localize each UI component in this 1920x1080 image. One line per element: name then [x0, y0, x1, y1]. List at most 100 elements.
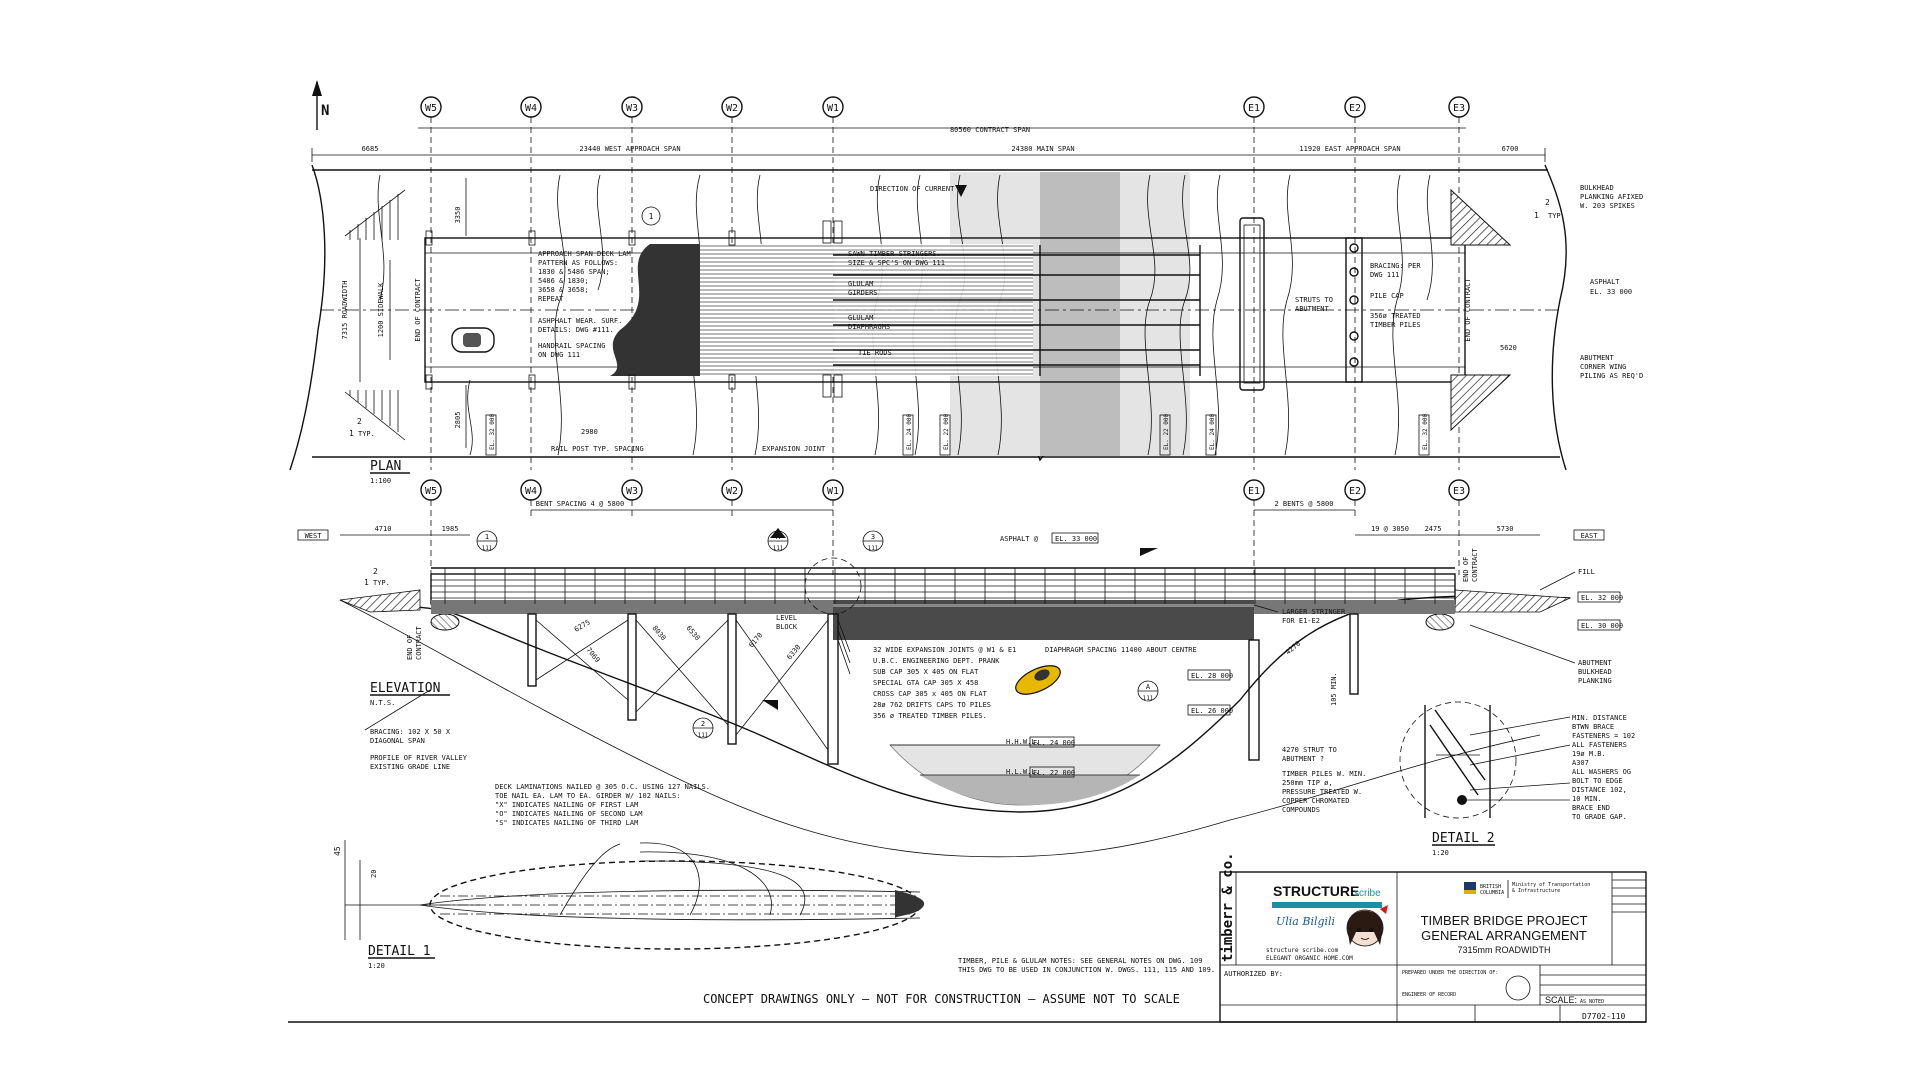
- svg-text:W3: W3: [626, 103, 638, 114]
- dim-6530: 6530: [684, 624, 701, 642]
- plan-el-box-e1: EL. 24 000: [1205, 413, 1217, 456]
- slope-typ-west: TYP.: [358, 430, 375, 438]
- dim-two-bents: 2 BENTS @ 5800: [1274, 500, 1333, 508]
- general-notes: TIMBER, PILE & GLULAM NOTES: SEE GENERAL…: [958, 957, 1215, 974]
- note-asphalt-surface: ASHPHALT WEAR. SURF.DETAILS: DWG #111.: [538, 317, 622, 334]
- plan-grid-bubbles: W5 W4 W3 W2 W1 E1 E2 E3: [420, 96, 1470, 118]
- project-title: TIMBER BRIDGE PROJECT: [1421, 913, 1588, 928]
- dim-6330: 6330: [785, 643, 802, 661]
- svg-text:WEST: WEST: [305, 532, 323, 540]
- plan-el-box-w1: EL. 24 000: [902, 413, 914, 456]
- elev-grid-w2: W2: [721, 479, 743, 501]
- plan-view: 1 7315 ROADWIDTH 1200 SIDEWALK END OF CO…: [289, 164, 1643, 485]
- label-hhwl: H.H.W.L.: [1006, 738, 1040, 746]
- text-line: BRITISH: [1480, 884, 1501, 890]
- plan-dimension-string: 6685 23440 WEST APPROACH SPAN 80560 CONT…: [311, 126, 1546, 162]
- seal-icon: [1505, 975, 1531, 1001]
- svg-text:EL. 22 000: EL. 22 000: [943, 413, 950, 450]
- note-tie-rods: TIE RODS: [858, 349, 892, 357]
- text-line: SAWN TIMBER STRINGERS.: [848, 250, 941, 258]
- svg-text:EL. 22 000: EL. 22 000: [1163, 413, 1170, 450]
- elev-slope-typ: TYP.: [373, 579, 390, 587]
- text-line: 250mm TIP ø,: [1282, 779, 1333, 787]
- text-line: 28ø 762 DRIFTS CAPS TO PILES: [873, 701, 991, 709]
- text-line: CROSS CAP 305 x 405 ON FLAT: [873, 690, 988, 698]
- svg-text:E1: E1: [1248, 486, 1260, 497]
- label-timber-piles: TIMBER PILES W. MIN.250mm TIP ø,PRESSURE…: [1282, 770, 1366, 814]
- elevation-scale: N.T.S.: [370, 699, 395, 707]
- text-line: BRACE END: [1572, 804, 1610, 812]
- text-line: 3658 & 3658;: [538, 286, 589, 294]
- grid-e1: E1: [1243, 96, 1265, 118]
- text-line: COMPOUNDS: [1282, 806, 1320, 814]
- text-line: DECK LAMINATIONS NAILED @ 305 O.C. USING…: [495, 783, 710, 791]
- grid-w3: W3: [621, 96, 643, 118]
- dim-105-min: 105 MIN.: [1330, 672, 1338, 706]
- slope-1-west: 1: [349, 429, 354, 438]
- text-line: ABUTMENT: [1580, 354, 1615, 362]
- svg-text:W4: W4: [525, 103, 537, 114]
- text-line: BOLT TO EDGE: [1572, 777, 1623, 785]
- authorized-by: AUTHORIZED BY:: [1224, 970, 1283, 978]
- flag-icon: [1140, 548, 1158, 556]
- text-line: END OF: [406, 635, 414, 660]
- dim-2980: 2980: [581, 428, 598, 436]
- text-line: U.B.C. ENGINEERING DEPT. PRANK: [873, 657, 1000, 665]
- text-line: CORNER WING: [1580, 363, 1626, 371]
- text-line: SIZE & SPC'S ON DWG 111: [848, 259, 945, 267]
- end-of-contract-west: END OF CONTRACT: [414, 278, 422, 342]
- detail-1-title: DETAIL 1: [368, 944, 431, 959]
- text-line: COPPER CHROMATED: [1282, 797, 1349, 805]
- text-line: TIMBER PILES: [1370, 321, 1421, 329]
- dim-west-span: 23440 WEST APPROACH SPAN: [579, 145, 680, 153]
- text-line: DIAPHRAGMS: [848, 323, 890, 331]
- dim-6700: 6700: [1502, 145, 1519, 153]
- label-asphalt: ASPHALT @: [1000, 535, 1039, 543]
- text-line: ABUTMENT ?: [1282, 755, 1324, 763]
- text-line: TOE NAIL EA. LAM TO EA. GIRDER W/ 102 NA…: [495, 792, 680, 800]
- section-marker-1: 1: [641, 206, 661, 226]
- disclaimer: CONCEPT DRAWINGS ONLY – NOT FOR CONSTRUC…: [703, 992, 1180, 1006]
- north-arrow-icon: N: [312, 80, 329, 130]
- detail-1-20: 20: [370, 870, 378, 878]
- text-line: CONTRACT: [415, 625, 423, 660]
- elev-grid-e3: E3: [1448, 479, 1470, 501]
- east-label-box: EAST: [1573, 529, 1605, 541]
- text-line: 4270 STRUT TO: [1282, 746, 1337, 754]
- label-end-contract-west: END OFCONTRACT: [406, 625, 423, 660]
- text-line: DETAILS: DWG #111.: [538, 326, 614, 334]
- svg-text:E1: E1: [1248, 103, 1260, 114]
- text-line: BTWN BRACE: [1572, 723, 1614, 731]
- note-stringers: SAWN TIMBER STRINGERS.SIZE & SPC'S ON DW…: [848, 250, 945, 267]
- label-el-33000: EL. 33 000: [1055, 535, 1097, 543]
- text-line: Ministry of Transportation: [1512, 882, 1590, 888]
- svg-text:EL. 32 000: EL. 32 000: [1422, 413, 1429, 450]
- dim-main-span: 24380 MAIN SPAN: [1011, 145, 1074, 153]
- avatar: [1346, 905, 1388, 947]
- label-el-26000: EL. 26 000: [1191, 707, 1233, 715]
- svg-text:W5: W5: [425, 103, 437, 114]
- svg-text:W3: W3: [626, 486, 638, 497]
- valley-profile: [339, 599, 1541, 858]
- svg-text:111: 111: [1143, 695, 1154, 702]
- text-line: REPEAT: [538, 295, 564, 303]
- text-line: APPROACH SPAN DECK LAM: [538, 250, 631, 258]
- svg-text:W1: W1: [827, 486, 839, 497]
- text-line: PLANKING: [1578, 677, 1612, 685]
- detail-1-45: 45: [333, 846, 342, 856]
- text-line: TIMBER PILES W. MIN.: [1282, 770, 1366, 778]
- text-line: ALL WASHERS OG: [1572, 768, 1631, 776]
- yellow-car-icon: [1015, 665, 1061, 695]
- text-line: 1830 & 5486 SPAN;: [538, 268, 610, 276]
- text-line: TIMBER, PILE & GLULAM NOTES: SEE GENERAL…: [958, 957, 1202, 965]
- dim-2805: 2805: [454, 412, 462, 429]
